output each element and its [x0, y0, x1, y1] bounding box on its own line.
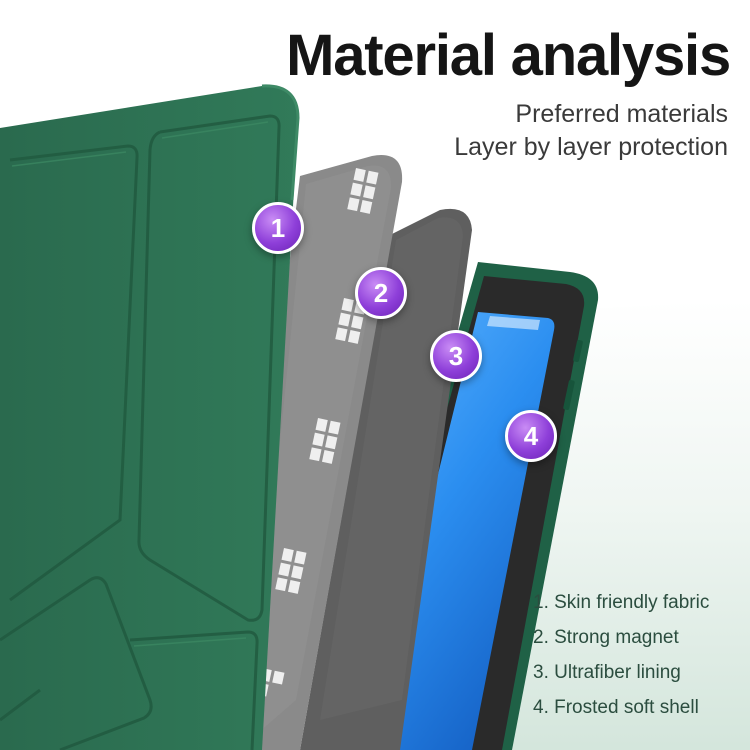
feature-item-strong-magnet: 2. Strong magnet: [533, 627, 679, 648]
feature-list: 1. Skin friendly fabric 2. Strong magnet…: [533, 590, 709, 730]
feature-item-ultrafiber-lining: 3. Ultrafiber lining: [533, 662, 681, 683]
skin-friendly-fabric-cover: [0, 84, 300, 750]
layer-3-badge: 3: [430, 330, 482, 382]
feature-item-frosted-soft-shell: 4. Frosted soft shell: [533, 697, 699, 718]
subtitle-layer-protection: Layer by layer protection: [454, 133, 728, 161]
ultrafiber-lining-layer: [300, 208, 472, 750]
feature-item-skin-friendly-fabric: 1. Skin friendly fabric: [533, 592, 710, 613]
layer-4-badge: 4: [505, 410, 557, 462]
page-title: Material analysis: [286, 23, 731, 88]
subtitle-preferred-materials: Preferred materials: [515, 100, 728, 128]
layer-2-badge: 2: [355, 267, 407, 319]
layer-1-badge: 1: [252, 202, 304, 254]
